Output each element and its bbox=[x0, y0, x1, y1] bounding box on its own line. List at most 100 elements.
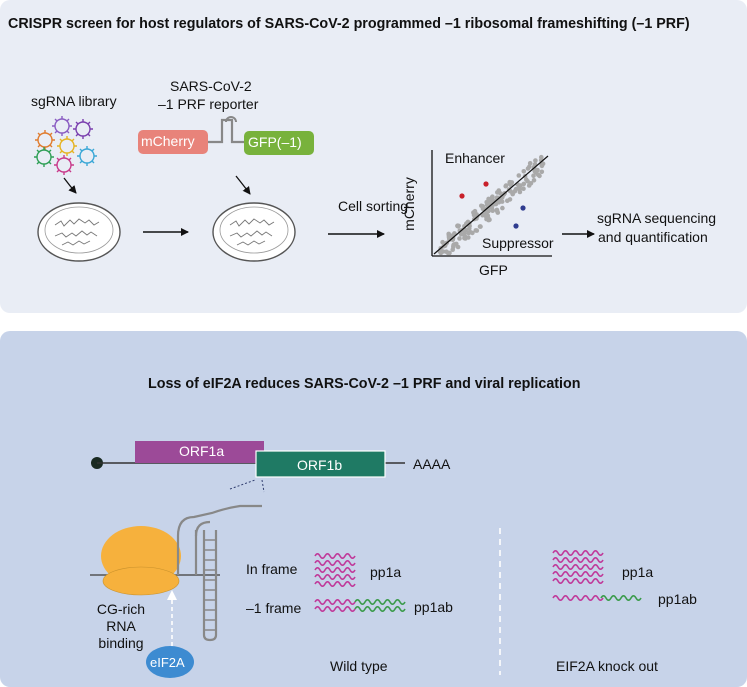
scatter-dot bbox=[447, 237, 452, 242]
mcherry-box bbox=[138, 130, 208, 154]
ko-pp1ab-wave-a bbox=[552, 595, 604, 601]
bottom-panel bbox=[0, 331, 747, 687]
scatter-dot bbox=[524, 177, 529, 182]
scatter-dot bbox=[493, 201, 499, 207]
scatter-dot bbox=[505, 198, 510, 204]
scatter-dot bbox=[499, 199, 505, 204]
scatter-dot bbox=[462, 231, 467, 236]
diagonal-line bbox=[433, 155, 549, 255]
enhancer-label: Enhancer bbox=[445, 150, 505, 166]
polya-label: AAAA bbox=[413, 456, 451, 472]
scatter-dot bbox=[477, 224, 483, 229]
arrow-reporter-to-dish bbox=[235, 175, 251, 195]
ko-pp1ab-wave-b bbox=[600, 595, 642, 601]
scatter-dot bbox=[446, 233, 452, 239]
suppressor-dot bbox=[520, 205, 526, 211]
pp1a-wave bbox=[314, 574, 356, 580]
orf1b-box bbox=[255, 450, 386, 478]
scatter-dot bbox=[500, 205, 505, 211]
scatter-dot bbox=[470, 230, 475, 236]
scatter-dot bbox=[533, 158, 538, 163]
knockout-label: EIF2A knock out bbox=[556, 658, 658, 674]
scatter-dot bbox=[535, 167, 540, 173]
scatter-dot bbox=[474, 228, 480, 233]
ribosome-icon bbox=[101, 526, 181, 596]
y-axis-label: mCherry bbox=[400, 177, 417, 231]
sequencing-label-line1: sgRNA sequencing bbox=[597, 210, 717, 226]
pp1a-wave bbox=[314, 560, 356, 566]
scatter-dot bbox=[498, 191, 503, 196]
virus-icon bbox=[77, 146, 97, 166]
scatter-dot bbox=[509, 180, 515, 185]
virus-icon bbox=[57, 136, 77, 156]
ko-pp1a-wave bbox=[552, 564, 604, 570]
scatter-dot bbox=[466, 235, 471, 240]
minus1-frame-label: –1 frame bbox=[246, 600, 302, 616]
scatter-dot bbox=[526, 183, 532, 188]
scatter-dot bbox=[450, 247, 456, 252]
sgrna-library-label: sgRNA library bbox=[31, 93, 117, 109]
ko-pp1a-wave bbox=[552, 578, 604, 584]
reporter-label-line2: –1 PRF reporter bbox=[158, 96, 259, 112]
scatter-dot bbox=[455, 223, 461, 228]
pp1ab-label: pp1ab bbox=[414, 599, 453, 615]
pp1a-label: pp1a bbox=[370, 564, 402, 580]
scatter-dot bbox=[521, 186, 526, 191]
orf1b-label: ORF1b bbox=[297, 457, 343, 473]
pp1a-wave bbox=[314, 581, 356, 587]
orf1a-label: ORF1a bbox=[179, 443, 225, 459]
sequencing-label-line2: and quantification bbox=[598, 229, 708, 245]
gfp-box bbox=[244, 131, 314, 155]
virus-icon bbox=[52, 116, 72, 136]
enhancer-dot bbox=[459, 193, 465, 199]
scatter-dot bbox=[490, 208, 496, 213]
scatter-dot bbox=[444, 249, 449, 254]
pp1ab-wave-a bbox=[314, 599, 356, 605]
ko-pp1a-wave bbox=[552, 550, 604, 556]
scatter-dot bbox=[479, 203, 484, 209]
ko-pp1a-label: pp1a bbox=[622, 564, 654, 580]
scatter-dot bbox=[527, 161, 533, 166]
scatter-dot bbox=[489, 195, 495, 201]
scatter-dot bbox=[513, 186, 519, 192]
ko-pp1ab-label: pp1ab bbox=[658, 591, 697, 607]
x-axis-label: GFP bbox=[479, 262, 508, 278]
scatter-dot bbox=[531, 164, 537, 170]
scatter-dot bbox=[531, 178, 537, 183]
scatter-dot bbox=[467, 226, 472, 231]
virus-icon bbox=[54, 155, 74, 175]
scatter-dot bbox=[483, 213, 489, 219]
scatter-dot bbox=[495, 210, 501, 215]
cell-sorting-label: Cell sorting bbox=[338, 198, 409, 214]
ko-pp1a-wave bbox=[552, 571, 604, 577]
in-frame-label: In frame bbox=[246, 561, 298, 577]
scatter-dot bbox=[452, 231, 457, 236]
pp1a-wave bbox=[314, 567, 356, 573]
waves bbox=[314, 550, 642, 612]
scatter-dot bbox=[539, 169, 545, 175]
scatter-dot bbox=[486, 196, 491, 202]
pp1ab-wave-a bbox=[314, 606, 356, 612]
reporter-label-line1: SARS-CoV-2 bbox=[170, 78, 252, 94]
pp1ab-wave-b bbox=[354, 606, 406, 612]
virus-icon bbox=[73, 119, 93, 139]
scatter-dot bbox=[457, 228, 463, 233]
cg-rich-line1: CG-rich bbox=[96, 601, 146, 617]
virus-icon bbox=[34, 147, 54, 167]
bottom-title: Loss of eIF2A reduces SARS-CoV-2 –1 PRF … bbox=[148, 376, 581, 392]
scatter-dot bbox=[525, 166, 531, 171]
mcherry-box-label: mCherry bbox=[141, 133, 195, 149]
petri-dish-2 bbox=[212, 202, 296, 262]
enhancer-dot bbox=[483, 181, 489, 187]
scatter-dot bbox=[521, 169, 527, 174]
scatter-dot bbox=[531, 173, 536, 178]
virus-icon bbox=[35, 130, 55, 150]
stem-loop-icon bbox=[176, 504, 262, 642]
sgrna-virus-cluster bbox=[34, 116, 97, 175]
scatter-dot bbox=[503, 183, 509, 189]
orf1a-box bbox=[135, 441, 264, 463]
scatter-dot bbox=[517, 189, 523, 195]
top-panel bbox=[0, 0, 747, 313]
arrow-library-to-dish bbox=[63, 177, 77, 194]
